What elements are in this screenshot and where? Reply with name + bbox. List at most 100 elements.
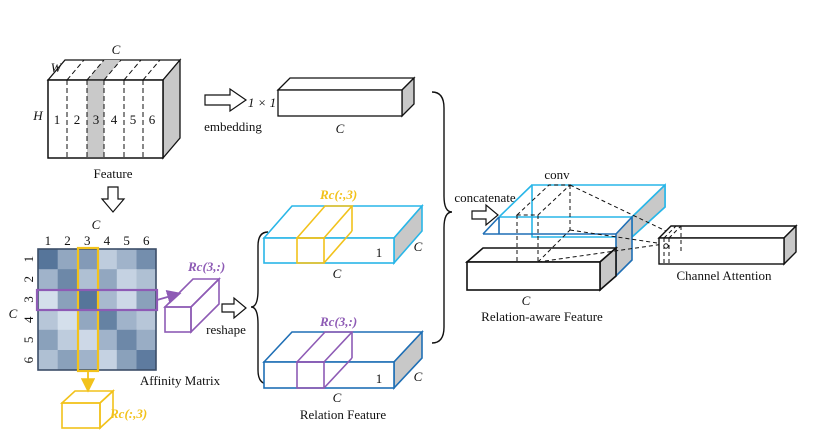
relation-slice-purple [295, 331, 354, 389]
matrix-cell [38, 309, 58, 331]
rc-col-label-small: Rc(:,3) [109, 406, 147, 421]
matrix-cell [136, 309, 157, 331]
reshape-label: reshape [206, 322, 246, 337]
matrix-cell [97, 269, 118, 290]
channel-attention-label: Channel Attention [677, 268, 772, 283]
matrix-cell [116, 350, 137, 371]
matrix-cell [136, 350, 157, 371]
matrix-cell [116, 289, 137, 310]
cyan-c-right: C [414, 239, 423, 254]
hollow-arrow-down-icon [100, 186, 126, 213]
matrix-cell [77, 329, 98, 351]
affinity-matrix [38, 249, 157, 371]
embedded-box [276, 76, 416, 118]
relation-brace [250, 231, 269, 385]
one-by-one-label: 1 × 1 [248, 95, 276, 110]
blue-c-bottom: C [333, 390, 342, 405]
matrix-cell [77, 350, 98, 371]
matrix-cell [38, 269, 58, 290]
matrix-cell [136, 289, 157, 310]
column-feature-box [59, 389, 116, 430]
matrix-cell [38, 329, 58, 351]
matrix-col-index: 6 [143, 233, 150, 248]
relation-aware-feature-label: Relation-aware Feature [481, 309, 603, 324]
matrix-cell [97, 329, 118, 351]
dim-h-label: H [32, 108, 43, 123]
hollow-arrow-reshape-icon [221, 296, 247, 320]
matrix-cell [97, 289, 118, 310]
slice-label: 5 [130, 112, 137, 127]
slice-label: 4 [111, 112, 118, 127]
slice-label: 6 [149, 112, 156, 127]
hollow-arrow-right-icon [204, 87, 248, 113]
matrix-cell [77, 249, 98, 270]
matrix-cell [38, 350, 58, 371]
feature-label: Feature [94, 166, 133, 181]
conv-label: conv [544, 167, 570, 182]
relation-box-blue [262, 329, 424, 391]
matrix-c-top: C [92, 217, 101, 232]
channel-attention-box [657, 224, 798, 266]
matrix-col-index: 1 [45, 233, 52, 248]
matrix-cell [38, 249, 58, 270]
matrix-cell [116, 269, 137, 290]
blue-one-label: 1 [376, 371, 383, 386]
matrix-c-left: C [9, 306, 18, 321]
cyan-one-label: 1 [376, 245, 383, 260]
slice-label: 3 [93, 112, 100, 127]
matrix-col-index: 4 [104, 233, 111, 248]
concat-brace [431, 91, 453, 344]
affinity-matrix-label: Affinity Matrix [140, 373, 221, 388]
dim-w-label: W [51, 60, 63, 75]
raf-c-label: C [522, 293, 531, 308]
rc-col-label: Rc(:,3) [319, 187, 357, 202]
matrix-cell [77, 269, 98, 290]
matrix-row-index: 2 [21, 276, 36, 283]
matrix-cell [57, 309, 78, 331]
concatenate-label: concatenate [454, 190, 516, 205]
rc-row-label-small: Rc(3,:) [187, 259, 225, 274]
matrix-cell [97, 309, 118, 331]
matrix-cell [57, 329, 78, 351]
matrix-cell [97, 350, 118, 371]
embedding-label: embedding [204, 119, 262, 134]
rc-row-label: Rc(3,:) [319, 314, 357, 329]
blue-c-right: C [414, 369, 423, 384]
relation-aware-feature [464, 183, 669, 292]
matrix-cell [136, 249, 157, 270]
matrix-row-index: 6 [21, 356, 36, 363]
matrix-cell [38, 289, 58, 310]
matrix-col-index: 5 [123, 233, 130, 248]
matrix-cell [97, 249, 118, 270]
matrix-cell [136, 269, 157, 290]
hollow-arrow-concat-icon [471, 203, 499, 227]
matrix-row-index: 4 [21, 316, 36, 323]
matrix-cell [57, 350, 78, 371]
matrix-cell [116, 249, 137, 270]
relation-box-cyan [262, 203, 424, 266]
matrix-row-index: 1 [21, 256, 36, 263]
relation-slice-yellow [295, 205, 354, 264]
purple-arrow-icon [156, 290, 182, 304]
matrix-cell [57, 289, 78, 310]
matrix-cell [136, 329, 157, 351]
dim-c-label: C [112, 42, 121, 57]
matrix-cell [77, 309, 98, 331]
cyan-c-bottom: C [333, 266, 342, 281]
matrix-cell [57, 249, 78, 270]
slice-label: 2 [74, 112, 81, 127]
row-feature-box [163, 277, 221, 334]
matrix-cell [57, 269, 78, 290]
matrix-cell [77, 289, 98, 310]
relation-feature-label: Relation Feature [300, 407, 387, 422]
matrix-cell [116, 309, 137, 331]
embed-c-label: C [336, 121, 345, 136]
matrix-col-index: 2 [64, 233, 71, 248]
feature-cube: 1 2 3 4 5 6 C W H Feature [32, 42, 182, 181]
matrix-row-index: 3 [21, 296, 36, 303]
matrix-col-index: 3 [84, 233, 91, 248]
